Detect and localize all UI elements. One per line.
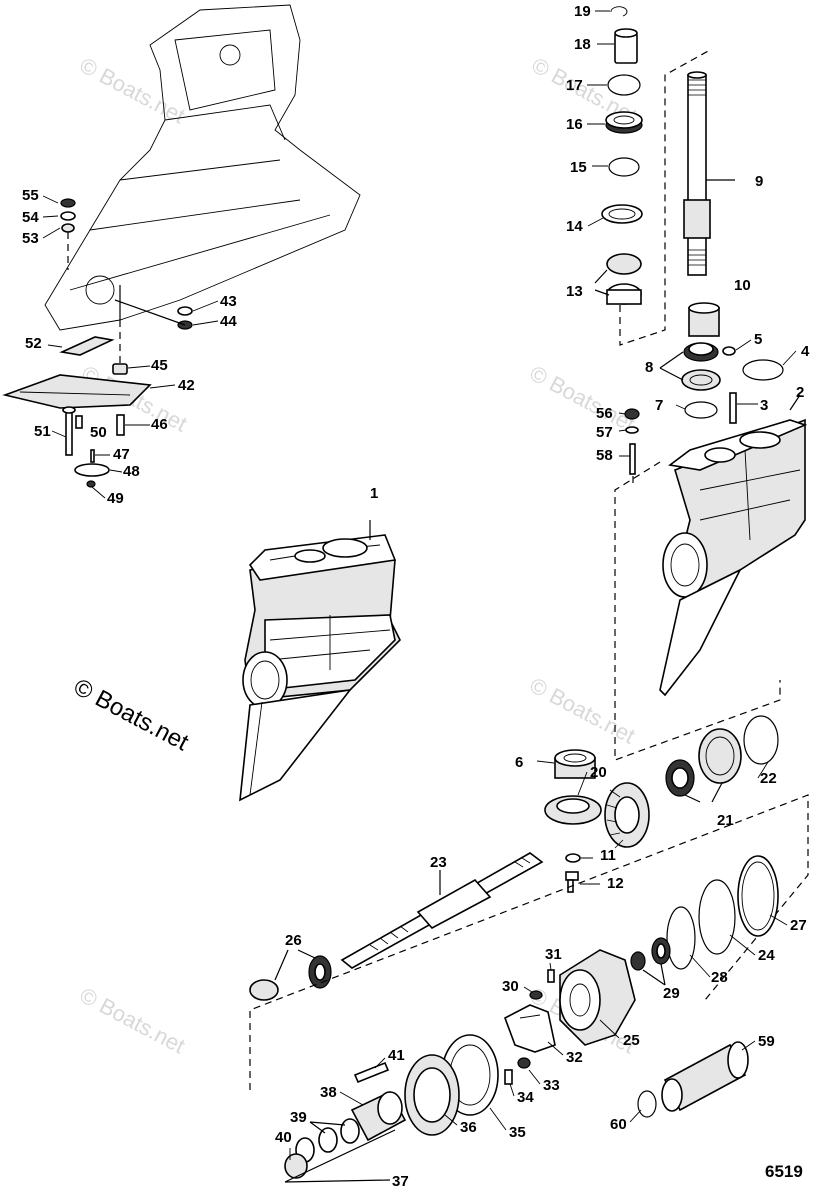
part-label-33: 33 bbox=[543, 1077, 560, 1094]
assembly-boundary bbox=[249, 794, 809, 1090]
part-label-20: 20 bbox=[590, 764, 607, 781]
part-label-1: 1 bbox=[370, 485, 378, 502]
part-label-21: 21 bbox=[717, 812, 734, 829]
drive-housing-outline bbox=[44, 4, 361, 331]
propeller-shaft bbox=[340, 852, 544, 969]
part-label-40: 40 bbox=[275, 1129, 292, 1146]
spacer bbox=[112, 363, 128, 375]
part-label-9: 9 bbox=[755, 173, 763, 190]
part-label-45: 45 bbox=[151, 357, 168, 374]
part-label-28: 28 bbox=[711, 969, 728, 986]
part-label-18: 18 bbox=[574, 36, 591, 53]
alignment-line bbox=[614, 461, 781, 761]
tapered-bearing bbox=[249, 949, 332, 1001]
washer bbox=[74, 463, 110, 477]
part-label-48: 48 bbox=[123, 463, 140, 480]
part-label-57: 57 bbox=[596, 424, 613, 441]
part-label-52: 52 bbox=[25, 335, 42, 352]
gear-housing-2 bbox=[659, 394, 808, 697]
part-label-23: 23 bbox=[430, 854, 447, 871]
part-label-15: 15 bbox=[570, 159, 587, 176]
part-label-35: 35 bbox=[509, 1124, 526, 1141]
part-label-19: 19 bbox=[574, 3, 591, 20]
prop-hardware bbox=[284, 1034, 749, 1183]
part-label-7: 7 bbox=[655, 397, 663, 414]
screw bbox=[116, 414, 125, 436]
diagram-number: 6519 bbox=[765, 1162, 803, 1181]
part-label-30: 30 bbox=[502, 978, 519, 995]
part-label-17: 17 bbox=[566, 77, 583, 94]
part-label-16: 16 bbox=[566, 116, 583, 133]
watermark: © Boats.net bbox=[76, 982, 190, 1058]
part-label-36: 36 bbox=[460, 1119, 477, 1136]
part-label-60: 60 bbox=[610, 1116, 627, 1133]
gear-set bbox=[544, 715, 779, 893]
part-label-59: 59 bbox=[758, 1033, 775, 1050]
part-label-49: 49 bbox=[107, 490, 124, 507]
small-nut bbox=[86, 480, 96, 488]
part-label-25: 25 bbox=[623, 1032, 640, 1049]
part-label-10: 10 bbox=[734, 277, 751, 294]
part-label-43: 43 bbox=[220, 293, 237, 310]
nut-washer-stack bbox=[60, 198, 76, 270]
part-label-3: 3 bbox=[760, 397, 768, 414]
hex-nut-washer bbox=[114, 285, 193, 330]
part-label-11: 11 bbox=[600, 847, 616, 864]
part-label-39: 39 bbox=[290, 1109, 307, 1126]
part-label-26: 26 bbox=[285, 932, 302, 949]
part-label-8: 8 bbox=[645, 359, 653, 376]
part-label-34: 34 bbox=[517, 1089, 534, 1106]
part-label-55: 55 bbox=[22, 187, 39, 204]
part-label-29: 29 bbox=[663, 985, 680, 1002]
part-label-32: 32 bbox=[566, 1049, 583, 1066]
part-label-27: 27 bbox=[790, 917, 807, 934]
part-label-51: 51 bbox=[34, 423, 51, 440]
part-label-24: 24 bbox=[758, 947, 775, 964]
part-label-47: 47 bbox=[113, 446, 130, 463]
part-label-12: 12 bbox=[607, 875, 624, 892]
part-label-5: 5 bbox=[754, 331, 762, 348]
main-watermark: © Boats.net bbox=[69, 673, 193, 756]
part-label-58: 58 bbox=[596, 447, 613, 464]
cavitation-plate bbox=[2, 374, 152, 409]
driveshaft-stack bbox=[594, 6, 784, 488]
part-label-6: 6 bbox=[515, 754, 523, 771]
part-label-22: 22 bbox=[760, 770, 777, 787]
part-labels: 1 2 3 4 5 6 7 8 9 10 11 12 13 14 15 16 1… bbox=[22, 3, 810, 1190]
part-label-4: 4 bbox=[801, 343, 810, 360]
part-label-41: 41 bbox=[388, 1047, 405, 1064]
bearing-carrier bbox=[504, 855, 779, 1085]
long-screw bbox=[62, 406, 76, 456]
part-label-56: 56 bbox=[596, 405, 613, 422]
part-label-38: 38 bbox=[320, 1084, 337, 1101]
watermark: © Boats.net bbox=[526, 360, 640, 436]
bolt bbox=[75, 415, 83, 429]
part-label-42: 42 bbox=[178, 377, 195, 394]
part-label-53: 53 bbox=[22, 230, 39, 247]
watermark: © Boats.net bbox=[76, 52, 190, 128]
part-label-44: 44 bbox=[220, 313, 237, 330]
part-label-50: 50 bbox=[90, 424, 107, 441]
part-label-31: 31 bbox=[545, 946, 562, 963]
gear-housing-1 bbox=[239, 520, 401, 802]
part-label-13: 13 bbox=[566, 283, 583, 300]
watermark: © Boats.net bbox=[526, 672, 640, 748]
part-label-14: 14 bbox=[566, 218, 583, 235]
part-label-54: 54 bbox=[22, 209, 39, 226]
part-label-2: 2 bbox=[796, 384, 804, 401]
part-label-37: 37 bbox=[392, 1173, 409, 1190]
part-label-46: 46 bbox=[151, 416, 168, 433]
leader-lines bbox=[42, 10, 797, 1160]
anode-plate bbox=[59, 336, 115, 356]
pin bbox=[90, 449, 95, 463]
